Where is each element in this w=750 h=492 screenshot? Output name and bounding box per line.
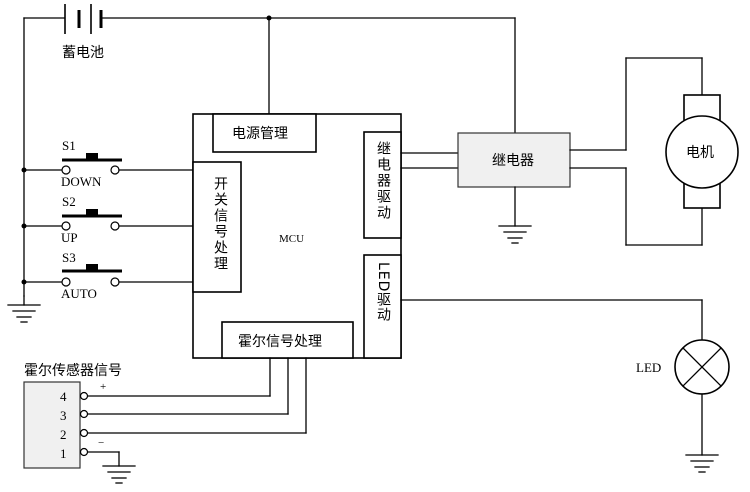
ground-symbol-hall: [87, 451, 136, 484]
mcu-label: MCU: [279, 233, 304, 245]
hall-pin: [79, 428, 89, 438]
hall-processing-label: 霍尔信号处理: [238, 334, 322, 350]
plus-sign: +: [100, 381, 106, 393]
battery: [23, 4, 516, 34]
ground-symbol-led: [685, 393, 719, 473]
switch-signal-label: 开关信号处理: [212, 176, 228, 272]
switch-s3: [21, 264, 194, 287]
switch-name-down: DOWN: [61, 174, 102, 189]
hall-pin: [79, 409, 89, 419]
hall-pin-number: 1: [60, 446, 67, 461]
switch-s2: [21, 209, 194, 231]
hall-sensor-title: 霍尔传感器信号: [24, 362, 122, 379]
switch-name-up: UP: [61, 230, 78, 245]
relay-driver-label: 继电器驱动: [375, 141, 391, 221]
led-lamp-symbol: [674, 339, 730, 395]
motor-symbol: [665, 94, 739, 209]
led-label: LED: [636, 360, 661, 375]
hall-pin-number: 4: [60, 389, 67, 404]
hall-pin-number: 3: [60, 408, 67, 423]
led-driver-block: [363, 254, 402, 359]
battery-label: 蓄电池: [62, 45, 104, 61]
hall-processing-block: [221, 321, 354, 359]
switch-id-s1: S1: [62, 138, 76, 153]
ground-symbol-relay: [498, 186, 532, 244]
switch-s1: [21, 153, 194, 175]
power-management-label: 电源管理: [232, 126, 288, 142]
switch-id-s3: S3: [62, 250, 76, 265]
switch-id-s2: S2: [62, 194, 76, 209]
relay-driver-block: [363, 131, 402, 239]
hall-pin: [79, 391, 89, 401]
power-management-block: [212, 113, 317, 153]
switch-signal-block: [192, 161, 242, 293]
hall-pin: [79, 447, 89, 457]
switch-name-auto: AUTO: [61, 286, 97, 301]
hall-pin-number: 2: [60, 427, 67, 442]
led-driver-label: LED驱动: [375, 262, 391, 323]
hall-connector: [23, 381, 81, 469]
relay-label: 继电器: [492, 153, 534, 169]
ground-symbol-left: [7, 295, 41, 323]
minus-sign: −: [98, 437, 104, 449]
relay-block: [457, 132, 571, 188]
motor-label: 电机: [686, 145, 714, 161]
